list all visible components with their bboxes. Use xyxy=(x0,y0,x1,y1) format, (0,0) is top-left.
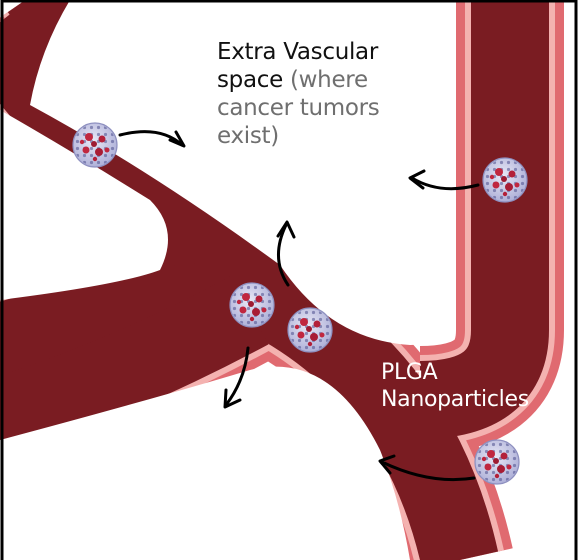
nanoparticles-label-line1: PLGA xyxy=(381,360,437,385)
nanoparticle xyxy=(483,158,527,202)
nanoparticle xyxy=(475,440,519,484)
extravascular-title-line1: Extra Vascular xyxy=(217,39,378,65)
extravascular-title-line2: space xyxy=(217,67,283,93)
nanoparticles-label: PLGA Nanoparticles xyxy=(381,360,578,414)
extravascular-space-label: Extra Vascular space (where cancer tumor… xyxy=(217,38,407,150)
extravascular-note-line3: cancer tumors xyxy=(217,95,380,121)
nanoparticle xyxy=(288,308,332,352)
extravascular-note-line2: (where xyxy=(283,67,368,93)
nanoparticles-label-line2: Nanoparticles xyxy=(381,387,529,412)
extravascular-note-line4: exist) xyxy=(217,123,279,149)
nanoparticle xyxy=(230,283,274,327)
nanoparticle xyxy=(73,123,117,167)
